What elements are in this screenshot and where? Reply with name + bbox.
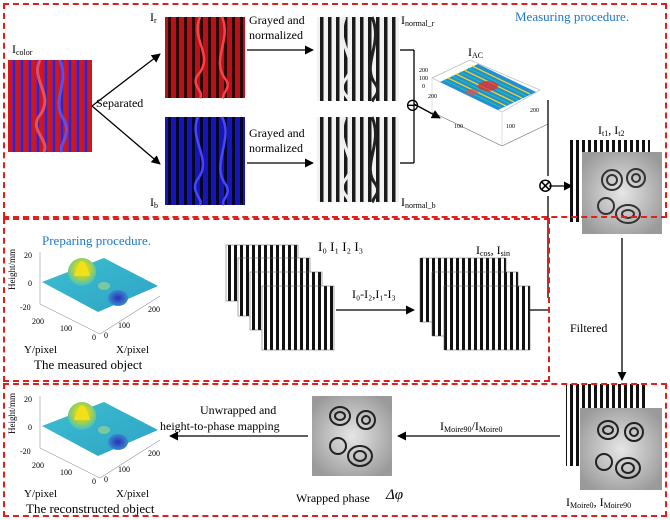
measured-xtick-1: 0 [104, 331, 108, 340]
wrapped-phase-label: Wrapped phase [296, 491, 370, 505]
icolor-label: Icolor [12, 42, 33, 57]
moire-ratio-label: IMoire90/IMoire0 [440, 419, 503, 434]
iac-xtick-2: 100 [506, 124, 515, 130]
unwrap-label-2: height-to-phase mapping [160, 419, 280, 433]
inormal-r-label: Inormal_r [401, 13, 435, 28]
measured-ytick-2: 100 [60, 324, 72, 333]
measured-ztick-3: -20 [20, 303, 31, 312]
color-fringe-image [8, 59, 92, 153]
measured-object-plot [39, 252, 161, 335]
iac-xtick-1: 200 [530, 108, 539, 114]
iac-label: IAC [468, 45, 484, 60]
reconstructed-axis-x: X/pixel [116, 488, 149, 500]
reconstructed-axis-y: Y/pixel [24, 488, 57, 500]
iac-ztick-2: 100 [419, 76, 428, 82]
separated-label: Separated [96, 96, 144, 110]
arrows [91, 45, 627, 441]
grayed-label-bottom: Grayed and [249, 126, 305, 140]
iac-ztick-1: 200 [419, 68, 428, 74]
normalized-r-image [317, 16, 399, 103]
normalized-label-bottom: normalized [249, 141, 303, 155]
measured-axis-x: X/pixel [116, 344, 149, 356]
reconstructed-ylabel: Height/mm [7, 393, 17, 434]
subtract-label: I₀-I₂,I₁-I₃ [352, 287, 396, 301]
normalized-label-top: normalized [249, 28, 303, 42]
measuring-procedure-box [3, 3, 667, 218]
reconstructed-ztick-2: 0 [28, 423, 32, 432]
measured-axis-y: Y/pixel [24, 344, 57, 356]
cos-sin-stack [419, 257, 531, 351]
ir-label: Ir [150, 10, 157, 25]
reconstructed-xtick-2: 100 [118, 465, 130, 474]
reconstructed-xtick-1: 0 [104, 475, 108, 484]
measured-xtick-2: 100 [118, 321, 130, 330]
ib-label: Ib [150, 195, 158, 210]
measured-ztick-2: 0 [28, 279, 32, 288]
preparing-procedure-box [3, 218, 550, 382]
reconstructed-ztick-3: -20 [20, 447, 31, 456]
measured-caption: The measured object [34, 357, 143, 372]
reconstructed-ztick-1: 20 [24, 395, 32, 404]
delta-phi-label: Δφ [386, 487, 404, 503]
it-image-stack [568, 140, 662, 234]
iac-surface-plot [431, 59, 549, 147]
blue-channel-image [165, 116, 245, 206]
measuring-title: Measuring procedure. [515, 9, 630, 24]
times-symbol: ⊗ [537, 175, 554, 197]
measured-ylabel: Height/mm [7, 249, 17, 290]
measured-ztick-1: 20 [24, 251, 32, 260]
phase-shift-stack [225, 244, 335, 351]
iac-ztick-3: 0 [422, 84, 425, 90]
measured-ytick-3: 0 [92, 333, 96, 342]
red-channel-image [165, 16, 245, 99]
unwrap-label-1: Unwrapped and [200, 403, 277, 417]
inormal-b-label: Inormal_b [401, 195, 436, 210]
it1-it2-label: It1, It2 [598, 123, 625, 138]
reconstructed-object-plot [39, 396, 161, 479]
iac-ytick-1: 200 [428, 94, 437, 100]
normalized-b-image [317, 116, 399, 204]
moire-image-stack [566, 384, 662, 490]
reconstructed-ytick-3: 0 [92, 477, 96, 486]
reconstruction-box [3, 383, 667, 517]
measured-ytick-1: 200 [32, 317, 44, 326]
grayed-label-top: Grayed and [249, 13, 305, 27]
reconstructed-ytick-1: 200 [32, 461, 44, 470]
reconstructed-caption: The reconstructed object [26, 501, 155, 516]
reconstructed-xtick-3: 200 [148, 449, 160, 458]
reconstructed-ytick-2: 100 [60, 468, 72, 477]
minus-symbol: ⊖ [405, 95, 421, 115]
moire-pair-label: IMoire0, IMoire90 [566, 495, 632, 510]
preparing-title: Preparing procedure. [42, 233, 152, 248]
cos-sin-label: Icos, Isin [476, 243, 511, 258]
iac-ytick-2: 100 [454, 124, 463, 130]
phase-shift-label: I₀ I₁ I₂ I₃ [318, 239, 364, 254]
wrapped-phase-image [312, 396, 392, 476]
filtered-label: Filtered [570, 321, 608, 335]
measured-xtick-3: 200 [148, 305, 160, 314]
